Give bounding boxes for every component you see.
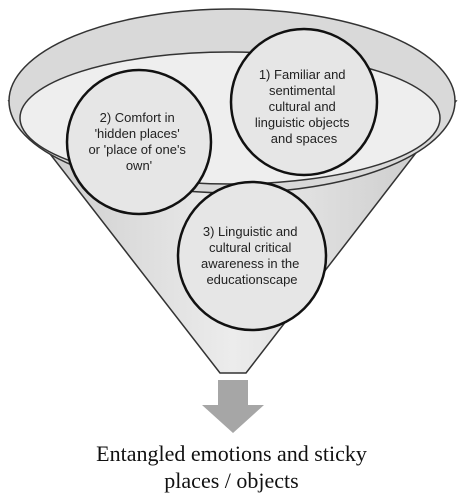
circle-comfort-label: 2) Comfort in 'hidden places' or 'place …	[88, 110, 189, 173]
circle-familiar: 1) Familiar and sentimental cultural and…	[229, 27, 379, 177]
circle-awareness-line: cultural critical	[209, 240, 291, 255]
circle-awareness-line: awareness in the	[201, 256, 299, 271]
diagram-caption: Entangled emotions and sticky places / o…	[0, 440, 463, 494]
circle-awareness-label: 3) Linguistic and cultural critical awar…	[201, 224, 303, 287]
circle-familiar-line: cultural and	[269, 99, 336, 114]
circle-familiar-line: sentimental	[269, 83, 336, 98]
circle-comfort-line: 2) Comfort in	[100, 110, 175, 125]
circle-familiar-line: linguistic objects	[255, 115, 350, 130]
funnel-svg: 3) Linguistic and cultural critical awar…	[7, 8, 458, 433]
circle-familiar-line: and spaces	[271, 131, 338, 146]
circle-comfort-line: 'hidden places'	[95, 126, 180, 141]
circle-awareness-line: 3) Linguistic and	[203, 224, 298, 239]
circle-comfort: 2) Comfort in 'hidden places' or 'place …	[65, 68, 213, 216]
caption-line-1: Entangled emotions and sticky	[96, 441, 367, 466]
caption-line-2: places / objects	[164, 468, 299, 493]
circle-awareness-line: educationscape	[206, 272, 297, 287]
circle-comfort-line: or 'place of one's	[88, 142, 186, 157]
circle-familiar-label: 1) Familiar and sentimental cultural and…	[255, 67, 353, 146]
circle-awareness: 3) Linguistic and cultural critical awar…	[176, 180, 328, 332]
down-arrow-icon	[202, 380, 264, 433]
circle-comfort-line: own'	[126, 158, 152, 173]
circle-familiar-line: 1) Familiar and	[259, 67, 346, 82]
